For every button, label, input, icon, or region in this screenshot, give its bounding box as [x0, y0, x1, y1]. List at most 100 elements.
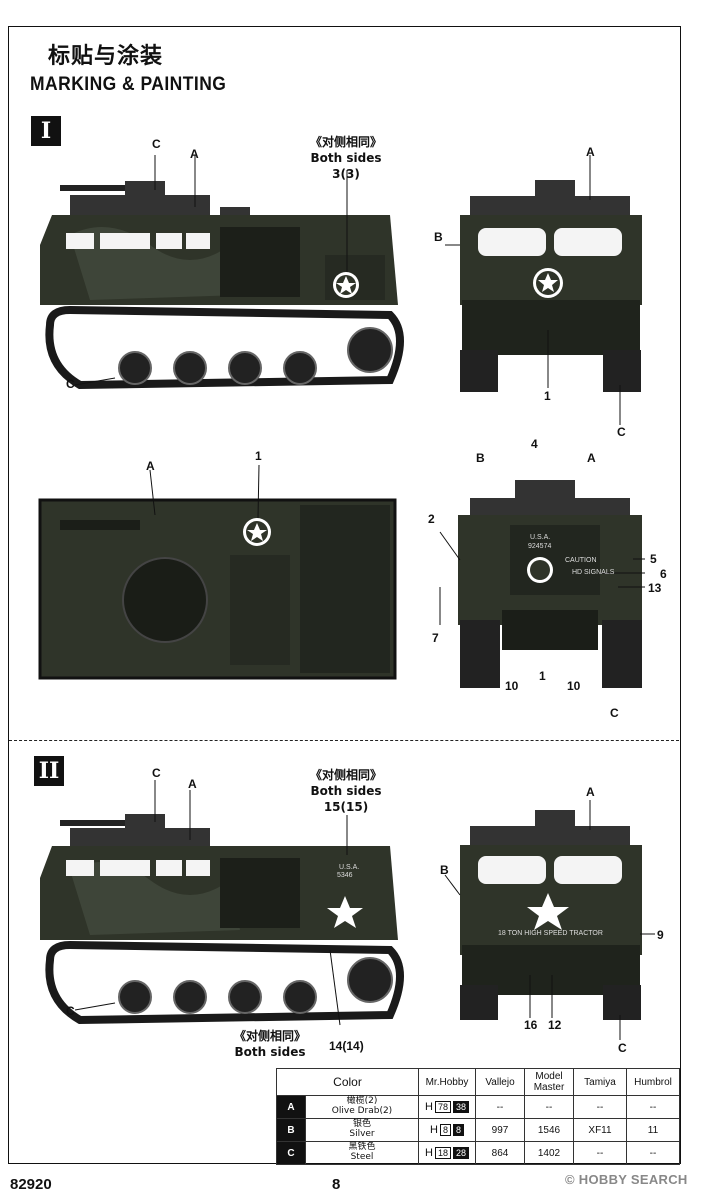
label-rear-b: B: [476, 451, 485, 465]
label-rear-a: A: [587, 451, 596, 465]
tamiya-code: --: [573, 1141, 627, 1165]
label-front2-b: B: [440, 863, 449, 877]
model-master-code: 1402: [524, 1141, 574, 1165]
label-rear-c: C: [610, 706, 619, 720]
label-side-c-track: C: [66, 377, 75, 391]
label-front2-c: C: [618, 1041, 627, 1055]
bottom-note-two-cn: 《对侧相同》: [233, 1029, 306, 1043]
side-note-two-cn: 《对侧相同》: [309, 768, 382, 782]
page-number: 8: [332, 1176, 341, 1193]
side-note-two-en: Both sides: [310, 784, 382, 799]
side-view-two: [40, 780, 404, 1026]
label-front-a: A: [586, 145, 595, 159]
label-top-a: A: [146, 459, 155, 473]
rear-stencil-usa: U.S.A.: [530, 534, 551, 541]
section-one-badge: I: [31, 116, 61, 146]
side-note-one-num: 3(3): [332, 167, 360, 182]
side-two-stencil-serial: 5346: [337, 872, 353, 879]
product-code: 82920: [10, 1176, 52, 1193]
side-note-one-cn: 《对侧相同》: [309, 135, 382, 149]
label-side2-c-top: C: [152, 766, 161, 780]
side-two-stencil-usa: U.S.A.: [339, 864, 360, 871]
humbrol-code: --: [626, 1095, 680, 1119]
model-master-code: --: [524, 1095, 574, 1119]
side-note-one-en: Both sides: [310, 151, 382, 166]
hcode-b: 8: [452, 1124, 464, 1136]
section-divider: [9, 740, 679, 741]
hobby-search-watermark: © HOBBY SEARCH: [565, 1172, 688, 1187]
model-master-code: 1546: [524, 1118, 574, 1142]
front-view-one: [445, 155, 642, 425]
header-color: Color: [276, 1068, 419, 1096]
rear-stencil-caution: CAUTION: [565, 557, 597, 564]
vallejo-code: 997: [475, 1118, 525, 1142]
label-side2-c-track: C: [66, 1004, 75, 1018]
hcode-b: 38: [452, 1101, 469, 1113]
color-letter: B: [276, 1118, 306, 1142]
label-front-c: C: [617, 425, 626, 439]
tamiya-code: XF11: [573, 1118, 627, 1142]
side-note-two: 《对侧相同》 Both sides 15(15): [296, 767, 396, 816]
label-front-b: B: [434, 230, 443, 244]
color-letter: A: [276, 1095, 306, 1119]
color-name-cn: 橄榄(2): [346, 1096, 378, 1107]
vallejo-code: --: [475, 1095, 525, 1119]
color-name-cn: 银色: [352, 1119, 371, 1130]
color-name-cn: 黑铁色: [348, 1142, 376, 1153]
label-rear-5: 5: [650, 552, 657, 566]
label-rear-13: 13: [648, 581, 662, 595]
side-view-one: [40, 155, 404, 390]
front-two-stencil: 18 TON HIGH SPEED TRACTOR: [498, 930, 603, 937]
top-view-one: [38, 464, 397, 680]
color-table: Color Mr.Hobby Vallejo Model Master Tami…: [276, 1068, 680, 1165]
hcode-a: 8: [439, 1124, 451, 1136]
title-english: MARKING & PAINTING: [30, 74, 227, 95]
label-side2-a-top: A: [188, 777, 197, 791]
header-model-master: Model Master: [524, 1068, 574, 1096]
tamiya-code: --: [573, 1095, 627, 1119]
bottom-note-two-num: 14(14): [329, 1039, 364, 1053]
bottom-note-two: 《对侧相同》 Both sides: [225, 1028, 315, 1060]
side-note-two-num: 15(15): [323, 800, 369, 815]
hcode-b: 28: [452, 1147, 469, 1159]
label-rear-10a: 10: [505, 679, 519, 693]
header-humbrol: Humbrol: [626, 1068, 680, 1096]
title-chinese: 标贴与涂装: [48, 44, 164, 69]
color-name-en: Olive Drab(2): [331, 1106, 393, 1116]
humbrol-code: --: [626, 1141, 680, 1165]
label-front2-9: 9: [657, 928, 664, 942]
humbrol-code: 11: [626, 1118, 680, 1142]
label-rear-2: 2: [428, 512, 435, 526]
label-front2-a: A: [586, 785, 595, 799]
color-name: 橄榄(2)Olive Drab(2): [305, 1095, 419, 1119]
label-rear-4: 4: [531, 437, 538, 451]
label-side-c-top: C: [152, 137, 161, 151]
side-note-one: 《对侧相同》 Both sides 3(3): [296, 134, 396, 183]
label-top-1: 1: [255, 449, 262, 463]
label-rear-1: 1: [539, 669, 546, 683]
label-front2-16: 16: [524, 1018, 538, 1032]
header-tamiya: Tamiya: [573, 1068, 627, 1096]
bottom-note-two-en: Both sides: [234, 1045, 306, 1060]
rear-stencil-signals: HD SIGNALS: [572, 569, 615, 576]
hcode-a: 78: [434, 1101, 451, 1113]
label-rear-6: 6: [660, 567, 667, 581]
hcode-h: H: [425, 1147, 433, 1159]
label-rear-10b: 10: [567, 679, 581, 693]
hcode-h: H: [430, 1124, 438, 1136]
color-letter: C: [276, 1141, 306, 1165]
header-mrhobby: Mr.Hobby: [418, 1068, 476, 1096]
label-side-a-top: A: [190, 147, 199, 161]
label-front-1: 1: [544, 389, 551, 403]
vallejo-code: 864: [475, 1141, 525, 1165]
rear-view-one: [439, 480, 645, 688]
hcode-h: H: [425, 1101, 433, 1113]
